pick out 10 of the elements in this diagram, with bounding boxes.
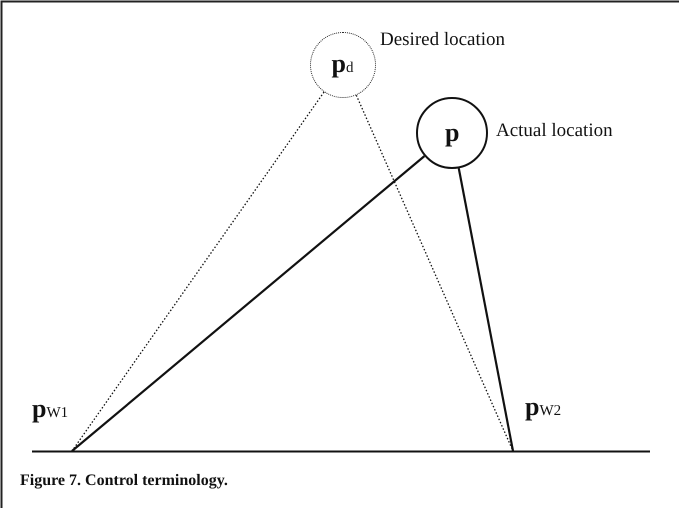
dotted-line	[71, 92, 325, 452]
dotted-circle	[310, 32, 376, 98]
circle	[416, 97, 488, 169]
symbol-label: p	[445, 120, 460, 146]
dotted-line	[356, 94, 514, 452]
node-caption: Desired location	[380, 29, 506, 51]
line	[71, 155, 426, 452]
node-caption: Actual location	[496, 120, 613, 142]
figure-caption: Figure 7. Control terminology.	[20, 472, 228, 490]
line	[458, 168, 514, 452]
